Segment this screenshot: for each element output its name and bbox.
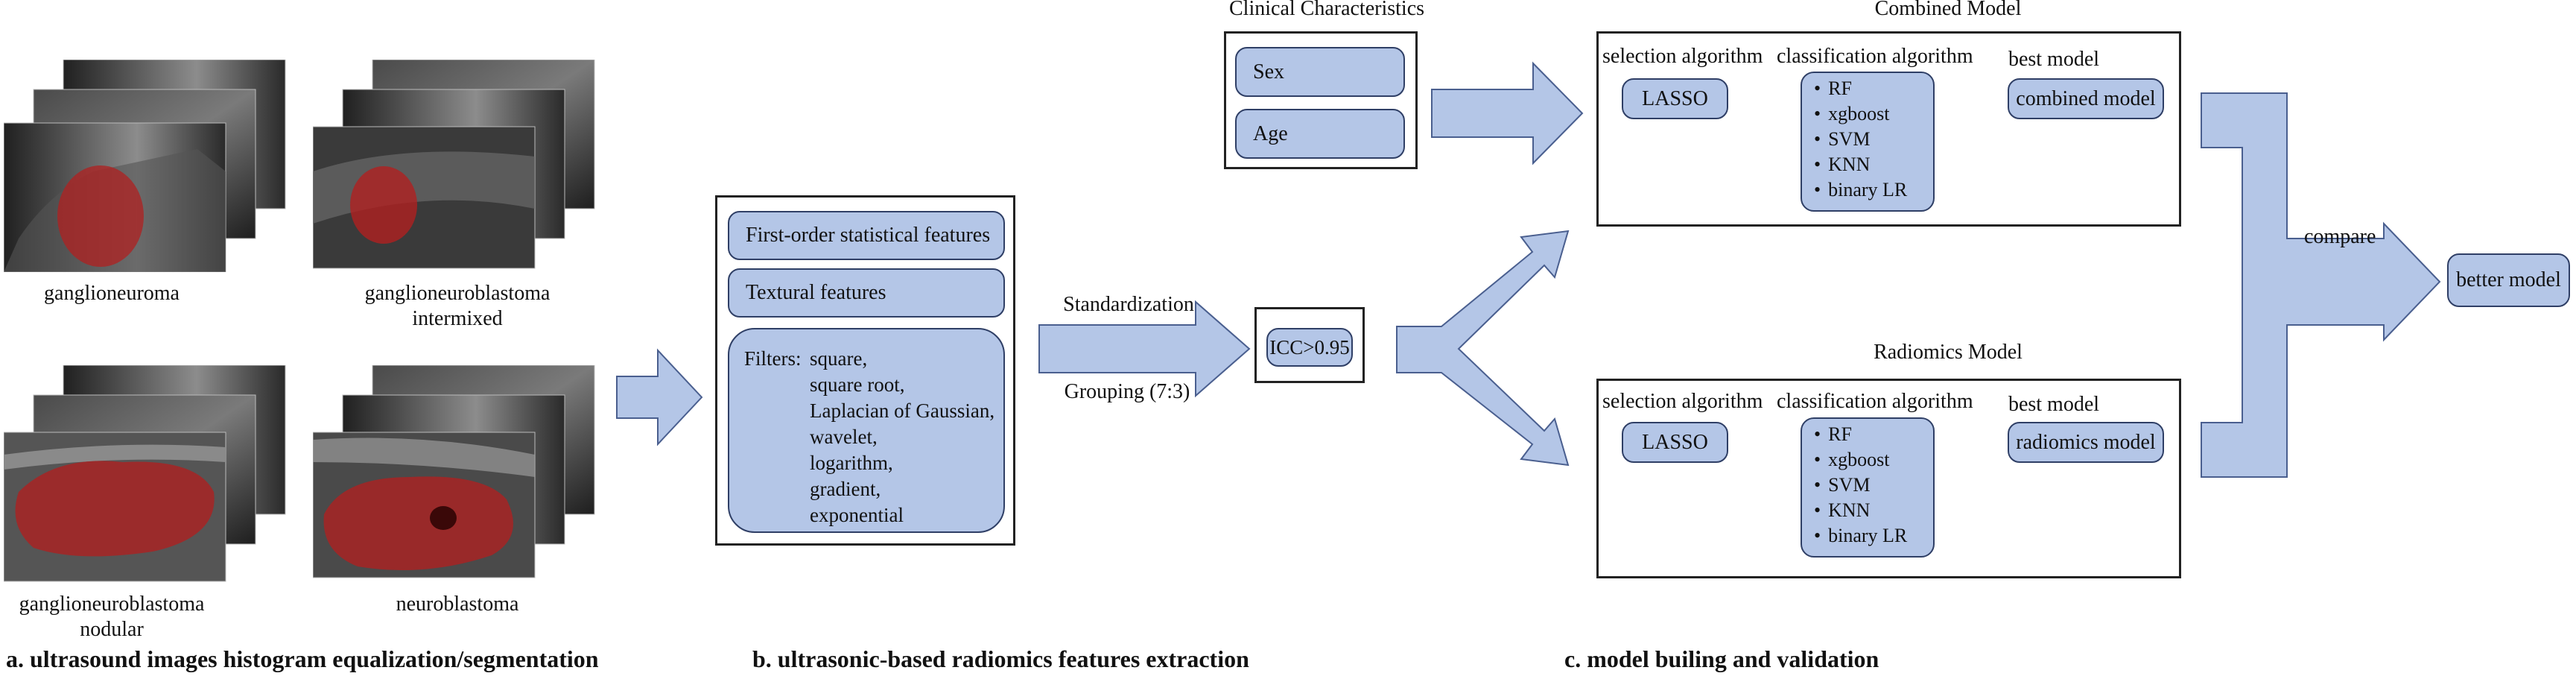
caption-neuroblastoma: neuroblastoma [396, 593, 519, 616]
ultrasound-image [3, 59, 286, 273]
caption-nodular-line1: ganglioneuroblastoma [19, 593, 205, 616]
algorithm-item: binary LR [1814, 523, 1933, 549]
caption-intermixed-line1: ganglioneuroblastoma [364, 282, 551, 305]
algorithm-item: binary LR [1814, 177, 1933, 203]
icc-threshold: ICC>0.95 [1266, 328, 1353, 367]
ultrasound-stack-ganglioneuroma [3, 59, 287, 273]
arrow-features-to-icc [1038, 300, 1251, 398]
clinical-title: Clinical Characteristics [1229, 0, 1425, 20]
radiomics-best-label: best model [2008, 393, 2100, 416]
combined-classification-label: classification algorithm [1777, 45, 1973, 68]
filter-item: square root, [810, 373, 905, 396]
algorithm-item: KNN [1814, 498, 1933, 523]
clinical-age: Age [1235, 109, 1405, 159]
ultrasound-image [312, 59, 595, 269]
radiomics-lasso: LASSO [1622, 422, 1728, 463]
feature-filters: Filters: square, square root, Laplacian … [728, 328, 1005, 533]
algorithm-item: xgboost [1814, 447, 1933, 473]
standardization-label: Standardization [1063, 293, 1194, 316]
better-model: better model [2447, 253, 2570, 307]
combined-lasso: LASSO [1622, 78, 1728, 119]
feature-textural: Textural features [728, 268, 1005, 318]
arrow-icc-fork [1396, 230, 1570, 467]
radiomics-model-title: Radiomics Model [1874, 341, 2023, 364]
ultrasound-stack-nodular [3, 364, 287, 585]
filter-item: wavelet, [810, 426, 878, 448]
arrow-compare [2201, 92, 2441, 478]
radiomics-algorithms: RF xgboost SVM KNN binary LR [1801, 417, 1935, 558]
algorithm-item: xgboost [1814, 101, 1933, 127]
radiomics-selection-label: selection algorithm [1602, 390, 1763, 413]
radiomics-classification-label: classification algorithm [1777, 390, 1973, 413]
filter-item: Laplacian of Gaussian, [810, 399, 995, 422]
algorithm-item: SVM [1814, 127, 1933, 152]
ultrasound-image [312, 364, 595, 578]
algorithm-item: RF [1814, 76, 1933, 101]
caption-intermixed-line2: intermixed [412, 307, 503, 330]
combined-best-model: combined model [2008, 78, 2164, 119]
combined-algorithms: RF xgboost SVM KNN binary LR [1801, 72, 1935, 212]
caption-nodular-line2: nodular [80, 618, 144, 641]
ultrasound-image [3, 364, 286, 582]
section-label-a: a. ultrasound images histogram equalizat… [6, 645, 599, 672]
filter-item: exponential [810, 504, 904, 526]
filter-item: square, [810, 347, 868, 370]
ultrasound-stack-intermixed [312, 59, 596, 272]
filters-list: square, square root, Laplacian of Gaussi… [810, 346, 994, 528]
caption-ganglioneuroma: ganglioneuroma [44, 282, 180, 305]
grouping-label: Grouping (7:3) [1064, 380, 1190, 403]
algorithm-item: RF [1814, 422, 1933, 447]
combined-selection-label: selection algorithm [1602, 45, 1763, 68]
arrow-clinical-to-combined [1431, 61, 1584, 165]
filters-heading: Filters: [744, 347, 802, 370]
radiomics-best-model: radiomics model [2008, 422, 2164, 463]
arrow-a-to-b [616, 348, 703, 446]
filter-item: gradient, [810, 478, 881, 500]
section-label-b: b. ultrasonic-based radiomics features e… [752, 645, 1249, 672]
compare-label: compare [2304, 225, 2376, 248]
ultrasound-stack-neuroblastoma [312, 364, 596, 585]
combined-best-label: best model [2008, 48, 2100, 71]
combined-model-title: Combined Model [1874, 0, 2022, 20]
algorithm-item: KNN [1814, 152, 1933, 177]
section-label-c: c. model builing and validation [1564, 645, 1879, 672]
algorithm-item: SVM [1814, 473, 1933, 498]
filter-item: logarithm, [810, 452, 893, 474]
clinical-sex: Sex [1235, 47, 1405, 97]
feature-first-order: First-order statistical features [728, 211, 1005, 260]
